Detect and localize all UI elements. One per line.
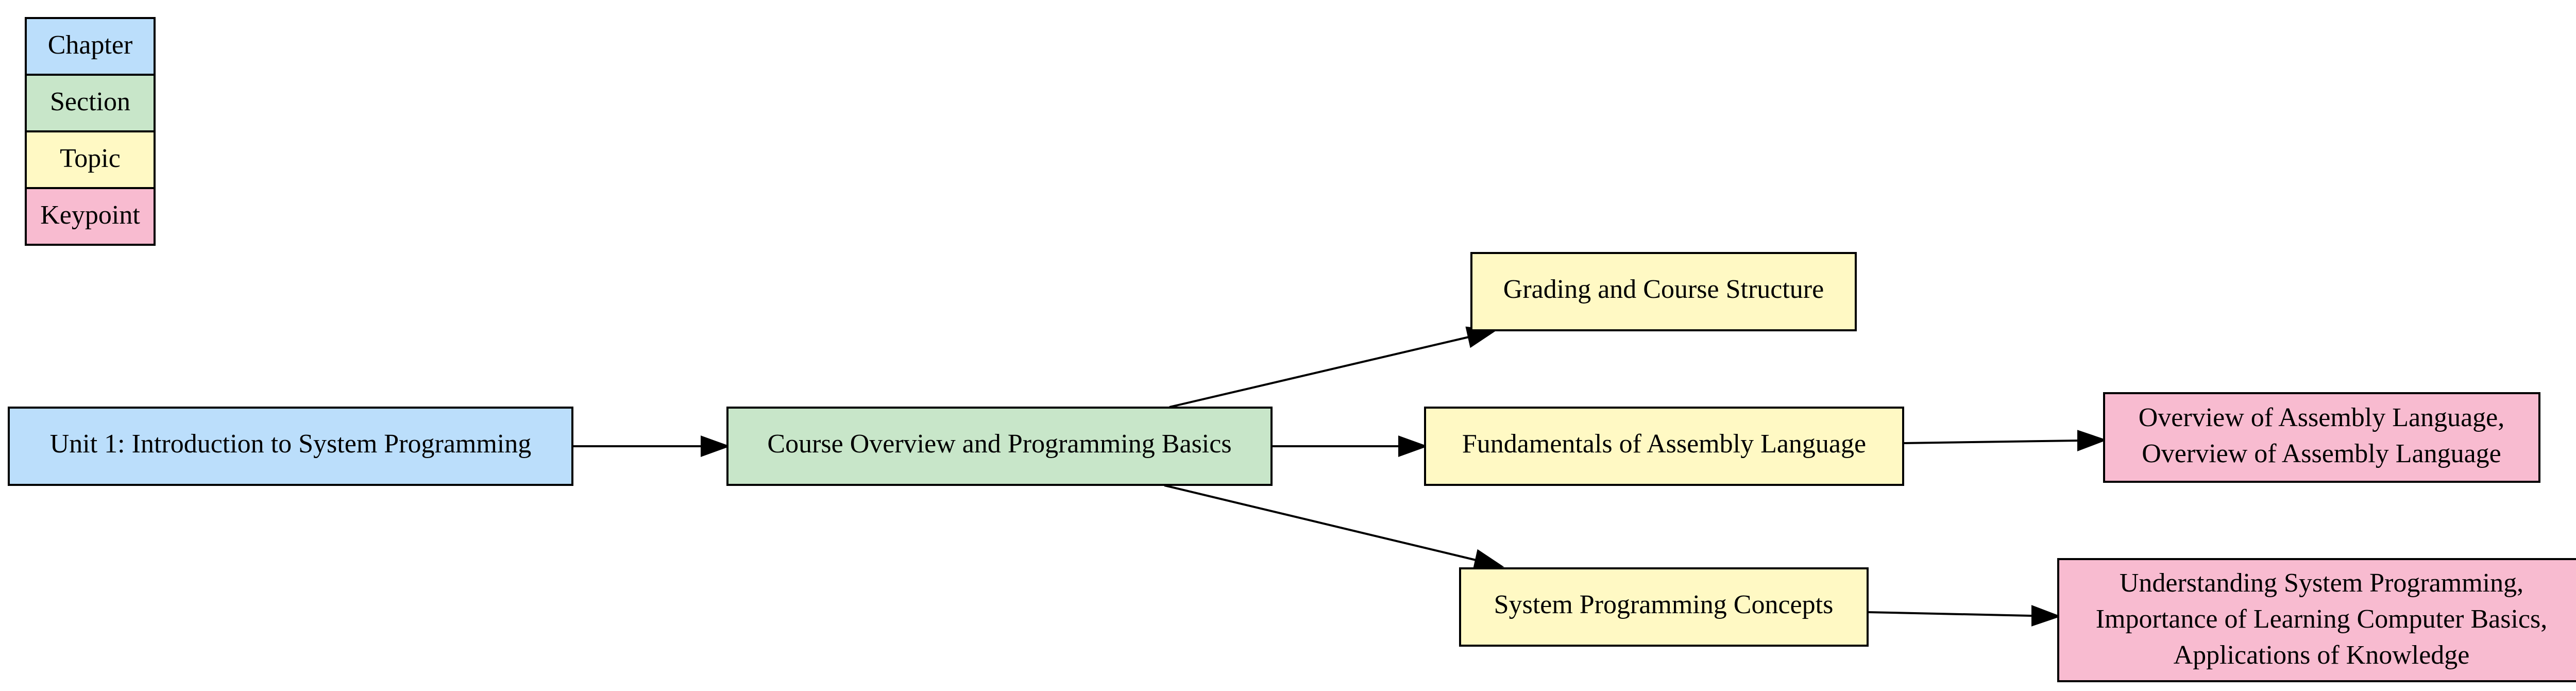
legend-item-section: Section xyxy=(25,74,156,132)
node-box xyxy=(1470,252,1857,331)
node-label-line: Applications of Knowledge xyxy=(2174,641,2470,670)
legend-item-topic: Topic xyxy=(25,130,156,189)
edge-line xyxy=(1164,484,1477,561)
node-label-line: Overview of Assembly Language, xyxy=(2139,403,2504,432)
edge-line xyxy=(1169,336,1469,408)
legend-item-chapter: Chapter xyxy=(25,17,156,76)
node-section-overview[interactable]: Course Overview and Programming Basics xyxy=(726,407,1273,486)
legend-label-keypoint: Keypoint xyxy=(40,200,140,230)
arrowhead-icon xyxy=(1472,549,1504,571)
node-topic-grading[interactable]: Grading and Course Structure xyxy=(1470,252,1857,331)
legend-swatch-chapter xyxy=(25,17,156,76)
legend-label-chapter: Chapter xyxy=(48,30,133,60)
edge-sysconcepts-to-kp-sysprog xyxy=(1867,605,2061,627)
node-box xyxy=(1424,407,1904,486)
legend-label-section: Section xyxy=(50,87,130,116)
node-label-line: Understanding System Programming, xyxy=(2120,568,2523,598)
legend: Chapter Section Topic Keypoint xyxy=(25,17,156,246)
edge-overview-to-sysconcepts xyxy=(1164,484,1504,571)
arrowhead-icon xyxy=(701,435,731,457)
nodes: Unit 1: Introduction to System Programmi… xyxy=(8,252,2576,682)
legend-swatch-keypoint xyxy=(25,187,156,246)
node-label: Course Overview and Programming Basics xyxy=(767,429,1231,459)
legend-swatch-section xyxy=(25,74,156,132)
node-label-line: Overview of Assembly Language xyxy=(2142,439,2501,468)
edge-line xyxy=(1867,611,2033,617)
edge-assembly-to-kp-assembly xyxy=(1903,430,2107,451)
node-topic-assembly[interactable]: Fundamentals of Assembly Language xyxy=(1424,407,1904,486)
node-label: Unit 1: Introduction to System Programmi… xyxy=(50,429,532,459)
node-keypoint-assembly[interactable]: Overview of Assembly Language, Overview … xyxy=(2103,392,2540,483)
arrowhead-icon xyxy=(2077,430,2107,451)
legend-label-topic: Topic xyxy=(60,144,121,173)
node-label: Grading and Course Structure xyxy=(1503,275,1824,304)
node-box xyxy=(726,407,1273,486)
edge-line xyxy=(1903,440,2079,444)
edge-overview-to-grading xyxy=(1169,326,1497,408)
node-box xyxy=(8,407,573,486)
legend-item-keypoint: Keypoint xyxy=(25,187,156,246)
node-chapter-unit1[interactable]: Unit 1: Introduction to System Programmi… xyxy=(8,407,573,486)
edge-unit1-to-overview xyxy=(572,435,731,457)
node-label: System Programming Concepts xyxy=(1494,590,1834,619)
edge-overview-to-assembly xyxy=(1272,435,1428,457)
node-keypoint-sysprog[interactable]: Understanding System Programming, Import… xyxy=(2057,558,2576,682)
node-box xyxy=(1459,567,1869,647)
node-label-line: Importance of Learning Computer Basics, xyxy=(2096,604,2548,634)
node-topic-sysconcepts[interactable]: System Programming Concepts xyxy=(1459,567,1869,647)
arrowhead-icon xyxy=(2031,605,2061,627)
node-label: Fundamentals of Assembly Language xyxy=(1462,429,1866,459)
node-box xyxy=(2103,392,2540,483)
node-box xyxy=(2057,558,2576,682)
arrowhead-icon xyxy=(1398,435,1428,457)
